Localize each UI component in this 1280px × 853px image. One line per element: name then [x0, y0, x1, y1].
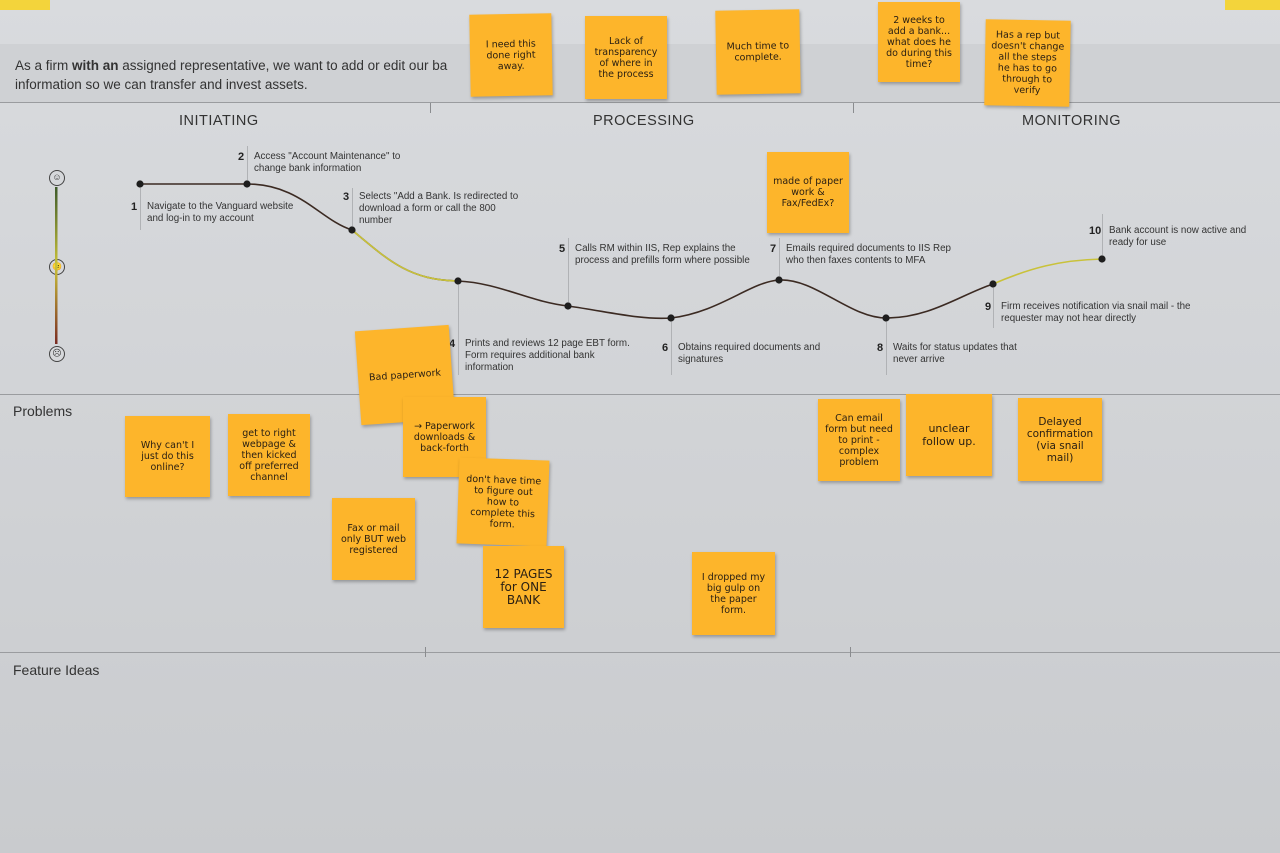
step-text: Navigate to the Vanguard website and log…	[147, 201, 294, 224]
goal-text-bold: with an	[72, 58, 119, 73]
sticky-note[interactable]: Fax or mail only BUT web registered	[332, 498, 415, 580]
step-point-1	[136, 180, 144, 188]
step-text: Selects "Add a Bank. Is redirected to do…	[359, 191, 519, 226]
step-number: 3	[343, 191, 350, 203]
phase-monitoring: MONITORING	[1022, 113, 1121, 129]
step-stem	[993, 288, 994, 328]
step-point-7	[775, 276, 783, 284]
step-1: 1 Navigate to the Vanguard website and l…	[131, 201, 307, 225]
step-number: 6	[662, 342, 669, 354]
feature-ideas-heading: Feature Ideas	[13, 662, 100, 678]
step-10: 10 Bank account is now active and ready …	[1089, 225, 1249, 249]
sticky-note[interactable]: 2 weeks to add a bank... what does he do…	[878, 2, 960, 82]
step-stem	[1102, 214, 1103, 255]
step-point-9	[989, 280, 997, 288]
step-5: 5 Calls RM within IIS, Rep explains the …	[559, 243, 755, 267]
step-point-10	[1098, 255, 1106, 263]
header-divider	[0, 102, 1280, 103]
goal-text-line2: information so we can transfer and inves…	[15, 77, 308, 92]
step-3: 3 Selects "Add a Bank. Is redirected to …	[343, 191, 524, 227]
step-text: Access "Account Maintenance" to change b…	[254, 151, 401, 174]
step-stem	[886, 322, 887, 375]
features-divider	[0, 652, 1280, 653]
sticky-note[interactable]: get to right webpage & then kicked off p…	[228, 414, 310, 496]
problems-divider	[0, 394, 1280, 395]
sticky-note[interactable]: Lack of transparency of where in the pro…	[585, 16, 667, 99]
problems-heading: Problems	[13, 403, 73, 419]
sticky-note[interactable]: don't have time to figure out how to com…	[456, 457, 550, 547]
step-8: 8 Waits for status updates that never ar…	[877, 342, 1033, 366]
sticky-note[interactable]: 12 PAGES for ONE BANK	[483, 546, 564, 628]
sticky-note[interactable]: Has a rep but doesn't change all the ste…	[984, 19, 1071, 107]
happy-face-icon: ☺	[49, 170, 65, 186]
step-stem	[779, 238, 780, 276]
step-text: Firm receives notification via snail mai…	[1001, 301, 1191, 324]
step-number: 2	[238, 151, 245, 163]
phase-initiating: INITIATING	[179, 113, 259, 129]
step-number: 7	[770, 243, 777, 255]
step-number: 10	[1089, 225, 1102, 237]
step-number: 1	[131, 201, 138, 213]
step-text: Obtains required documents and signature…	[678, 342, 821, 365]
phase-tick	[425, 647, 426, 657]
sticky-note[interactable]: I dropped my big gulp on the paper form.	[692, 552, 775, 635]
step-text: Emails required documents to IIS Rep who…	[786, 243, 951, 266]
journey-curve-end	[992, 258, 1103, 285]
phase-tick	[430, 103, 431, 113]
sticky-note[interactable]: Delayed confirmation (via snail mail)	[1018, 398, 1102, 481]
goal-statement: As a firm with an assigned representativ…	[15, 56, 485, 94]
step-point-2	[243, 180, 251, 188]
sticky-note[interactable]: Much time to complete.	[715, 9, 801, 95]
step-stem	[568, 238, 569, 302]
step-stem	[352, 188, 353, 226]
phase-tick	[850, 647, 851, 657]
step-point-8	[882, 314, 890, 322]
step-stem	[247, 146, 248, 180]
step-point-4	[454, 277, 462, 285]
step-point-6	[667, 314, 675, 322]
step-point-5	[564, 302, 572, 310]
journey-curve-yellow-segment	[351, 229, 459, 282]
step-7: 7 Emails required documents to IIS Rep w…	[770, 243, 966, 267]
step-text: Calls RM within IIS, Rep explains the pr…	[575, 243, 750, 266]
sticky-note[interactable]: unclear follow up.	[906, 394, 992, 476]
yellow-corner-left	[0, 0, 50, 10]
step-6: 6 Obtains required documents and signatu…	[662, 342, 838, 366]
phase-tick	[853, 103, 854, 113]
sticky-note[interactable]: made of paper work & Fax/FedEx?	[767, 152, 849, 233]
step-stem	[458, 285, 459, 375]
step-2: 2 Access "Account Maintenance" to change…	[238, 151, 404, 175]
goal-text-pre: As a firm	[15, 58, 73, 73]
step-9: 9 Firm receives notification via snail m…	[985, 301, 1191, 325]
sticky-note[interactable]: I need this done right away.	[469, 13, 553, 97]
step-number: 8	[877, 342, 884, 354]
step-text: Bank account is now active and ready for…	[1109, 225, 1247, 248]
step-point-3	[348, 226, 356, 234]
step-number: 5	[559, 243, 566, 255]
emotion-scale-bar	[55, 187, 58, 344]
step-stem	[140, 188, 141, 230]
step-number: 9	[985, 301, 992, 313]
step-text: Prints and reviews 12 page EBT form. For…	[465, 338, 630, 373]
yellow-corner-right	[1225, 0, 1280, 10]
goal-text-post: assigned representative, we want to add …	[118, 58, 448, 73]
phase-processing: PROCESSING	[593, 113, 695, 129]
sad-face-icon: ☹	[49, 346, 65, 362]
sticky-note[interactable]: Why can't I just do this online?	[125, 416, 210, 497]
step-stem	[671, 322, 672, 375]
step-number: 4	[449, 338, 456, 350]
sticky-note[interactable]: Can email form but need to print - compl…	[818, 399, 900, 481]
step-text: Waits for status updates that never arri…	[893, 342, 1017, 365]
step-4: 4 Prints and reviews 12 page EBT form. F…	[449, 338, 635, 374]
